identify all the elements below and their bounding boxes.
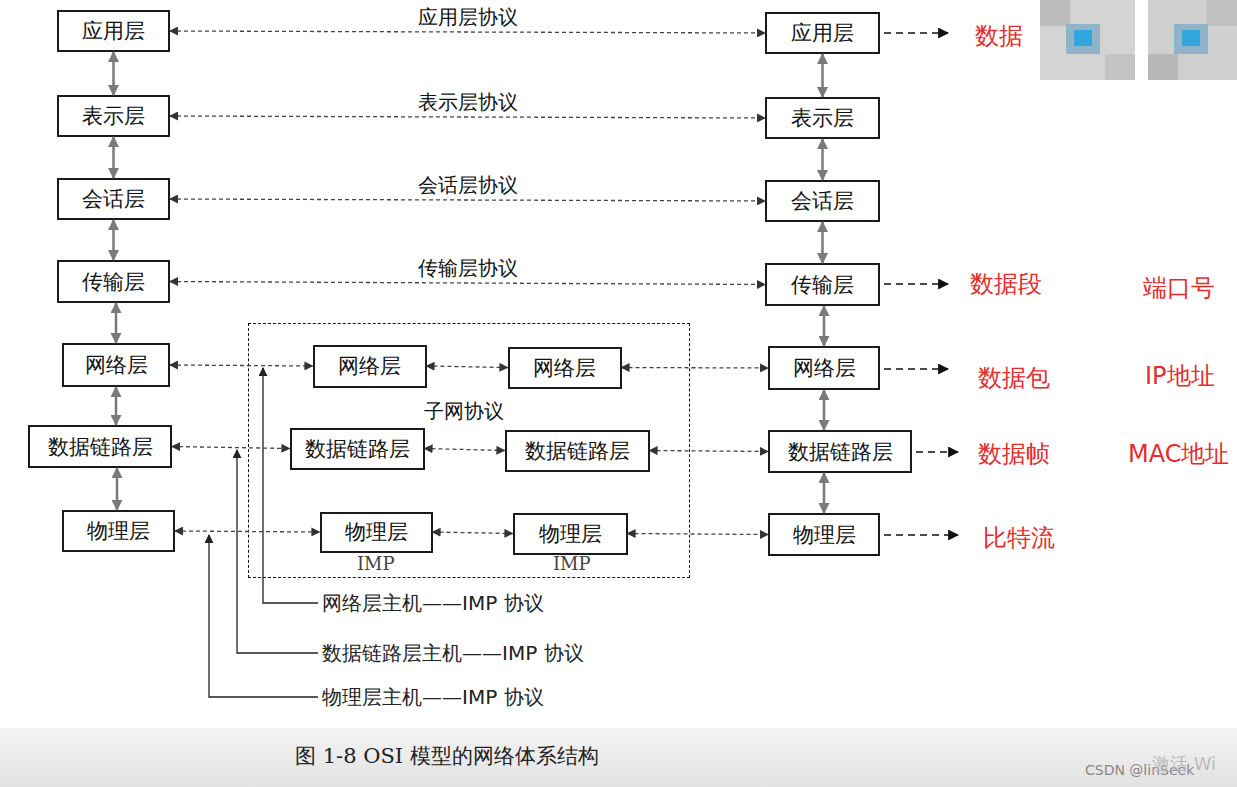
layer-box: 网络层: [62, 343, 170, 387]
blurred-icon: [1040, 0, 1135, 80]
annotation-label: IP地址: [1145, 360, 1215, 392]
layer-box: 网络层: [508, 347, 622, 389]
layer-interface-arrow: [823, 473, 826, 513]
layer-interface-arrow: [821, 139, 824, 180]
layer-box: 传输层: [57, 260, 170, 303]
figure-caption: 图 1-8 OSI 模型的网络体系结构: [295, 742, 599, 770]
note-label: 数据链路层主机——IMP 协议: [322, 640, 584, 667]
group-label: 子网协议: [424, 398, 504, 425]
annotation-label: 数据: [975, 20, 1023, 52]
protocol-label: 传输层协议: [418, 255, 518, 282]
protocol-arrow: [622, 367, 769, 369]
layer-name: 应用层: [82, 17, 145, 45]
layer-name: 表示层: [791, 104, 854, 132]
layer-name: 数据链路层: [525, 437, 630, 465]
layer-box: 数据链路层: [290, 428, 425, 470]
protocol-label: 会话层协议: [418, 172, 518, 199]
layer-box: 物理层: [320, 512, 433, 553]
layer-box: 数据链路层: [505, 430, 650, 472]
layer-box: 传输层: [765, 263, 880, 306]
protocol-arrow: [170, 365, 313, 366]
layer-name: 物理层: [87, 517, 150, 545]
layer-name: 网络层: [338, 352, 401, 380]
annotation-arrow: [916, 451, 958, 453]
layer-box: 表示层: [57, 95, 170, 137]
annotation-arrow: [884, 32, 948, 34]
layer-box: 物理层: [513, 513, 628, 555]
protocol-arrow: [425, 449, 505, 451]
blurred-icon: [1148, 0, 1237, 80]
layer-name: 物理层: [539, 520, 602, 548]
layer-name: 数据链路层: [48, 433, 153, 461]
protocol-arrow: [170, 31, 765, 33]
layer-box: 应用层: [765, 12, 880, 54]
annotation-arrow: [884, 368, 948, 370]
layer-interface-arrow: [823, 390, 826, 430]
layer-name: 数据链路层: [305, 435, 410, 463]
note-label: 网络层主机——IMP 协议: [322, 590, 544, 617]
layer-interface-arrow: [821, 222, 824, 263]
annotation-arrow: [884, 283, 948, 285]
protocol-arrow: [170, 199, 765, 201]
note-label: 激活 Wi: [1152, 752, 1216, 776]
layer-name: 应用层: [791, 19, 854, 47]
layer-box: 数据链路层: [28, 425, 172, 468]
layer-interface-arrow: [821, 54, 824, 97]
layer-name: 会话层: [82, 185, 145, 213]
leader-line: [209, 535, 318, 697]
layer-box: 数据链路层: [768, 430, 912, 473]
layer-name: 网络层: [533, 354, 596, 382]
layer-box: 网络层: [313, 345, 427, 388]
protocol-arrow: [433, 532, 513, 534]
protocol-arrow: [628, 534, 769, 535]
protocol-label: 应用层协议: [418, 4, 518, 31]
layer-box: 应用层: [57, 10, 170, 52]
layer-name: 物理层: [345, 518, 408, 546]
leader-line: [263, 368, 318, 603]
protocol-arrow: [170, 116, 765, 118]
protocol-arrow: [427, 366, 508, 368]
layer-box: 物理层: [768, 513, 880, 556]
layer-name: 传输层: [791, 271, 854, 299]
annotation-label: MAC地址: [1128, 438, 1229, 470]
layer-interface-arrow: [112, 220, 115, 260]
layer-name: 网络层: [793, 354, 856, 382]
layer-box: 会话层: [57, 178, 170, 220]
protocol-arrow: [170, 282, 765, 285]
note-label: 物理层主机——IMP 协议: [322, 684, 544, 711]
layer-box: 表示层: [765, 97, 880, 139]
layer-interface-arrow: [112, 137, 115, 178]
layer-interface-arrow: [823, 306, 826, 346]
layer-name: 网络层: [85, 351, 148, 379]
annotation-arrow: [884, 534, 958, 536]
layer-name: 表示层: [82, 102, 145, 130]
layer-name: 物理层: [793, 521, 856, 549]
annotation-label: 端口号: [1143, 272, 1215, 304]
protocol-label: 表示层协议: [418, 89, 518, 116]
layer-box: 会话层: [765, 180, 880, 222]
bottom-bar: [0, 728, 1237, 787]
subnet-group: 子网协议网络层网络层数据链路层数据链路层物理层物理层: [248, 323, 690, 578]
annotation-label: 数据段: [970, 268, 1042, 300]
layer-box: 物理层: [62, 510, 175, 552]
layer-interface-arrow: [115, 387, 118, 425]
layer-name: 传输层: [82, 268, 145, 296]
layer-box: 网络层: [768, 346, 880, 390]
layer-interface-arrow: [116, 468, 119, 510]
leader-line: [237, 450, 318, 653]
annotation-label: 比特流: [983, 522, 1055, 554]
layer-name: 会话层: [791, 187, 854, 215]
layer-interface-arrow: [115, 303, 118, 343]
annotation-label: 数据帧: [978, 438, 1050, 470]
layer-name: 数据链路层: [788, 438, 893, 466]
protocol-arrow: [650, 451, 769, 452]
note-label: IMP: [357, 553, 395, 574]
protocol-arrow: [172, 447, 290, 449]
annotation-label: 数据包: [978, 362, 1050, 394]
layer-interface-arrow: [112, 52, 115, 95]
note-label: IMP: [553, 553, 591, 574]
